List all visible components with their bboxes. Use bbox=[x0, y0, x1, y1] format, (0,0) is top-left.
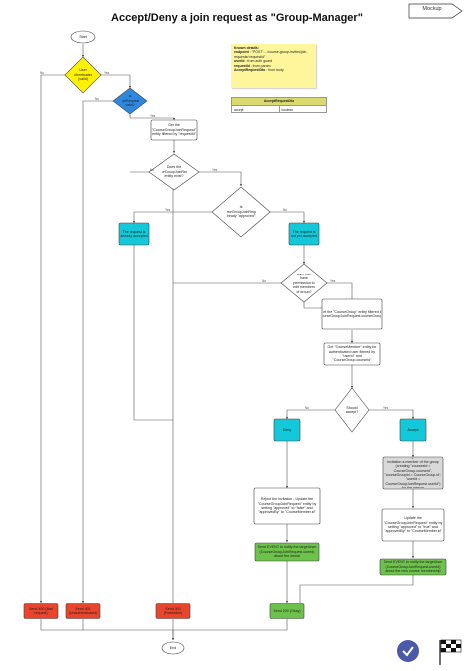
flow-edge bbox=[369, 409, 415, 420]
flow-edge bbox=[133, 245, 173, 421]
get_request-node bbox=[150, 119, 198, 141]
flow-edge bbox=[299, 575, 414, 603]
flow-edge bbox=[129, 114, 176, 121]
already_accepted-node bbox=[118, 222, 150, 246]
known-details-line: endpoint : "POST ..../course-group-invit… bbox=[234, 50, 308, 59]
known-details-heading: Known details: bbox=[234, 46, 259, 50]
accept-node bbox=[399, 418, 427, 442]
q_permission-decision bbox=[280, 263, 328, 303]
dto-table-cell: boolean bbox=[278, 105, 326, 113]
already_accepted-label: The request is already accepted bbox=[120, 229, 148, 238]
not_yet_accepted-label: The request is not yet accepted bbox=[290, 229, 318, 238]
flow-edge bbox=[81, 100, 113, 604]
send403-label: Send 403 (Forbidden) bbox=[163, 606, 183, 615]
get_member-label: Get "CourseMember" entity for authentica… bbox=[327, 345, 377, 363]
page-title: Accept/Deny a join request as "Group-Man… bbox=[111, 12, 363, 24]
not_yet_accepted-node bbox=[288, 222, 320, 246]
q_permission-label: User can have permission to edit members… bbox=[293, 273, 315, 293]
q_accept-label: Should accept? bbox=[345, 405, 359, 414]
q_approved-label: Is "CourseGroupJoinRequest" already "app… bbox=[226, 205, 256, 219]
edge-label: Yes bbox=[330, 279, 336, 283]
event_deny-node bbox=[254, 542, 320, 562]
event_deny-label: Send EVENT to notify the targetUser (Cou… bbox=[257, 545, 317, 559]
edge-label: Yes bbox=[150, 114, 156, 118]
flow-edge bbox=[39, 74, 66, 604]
flow-edge bbox=[198, 171, 243, 187]
checkmark-badge-icon bbox=[397, 640, 419, 662]
member_action-node bbox=[382, 456, 444, 490]
edge-label: No bbox=[95, 97, 100, 101]
edge-label: No bbox=[305, 406, 310, 410]
q_approved-decision bbox=[211, 186, 271, 238]
update_accept-node bbox=[381, 508, 445, 542]
dto-table: AcceptRequestDto accept boolean bbox=[231, 97, 327, 113]
q_dto-label: Is AcceptRequestDto valid? bbox=[122, 94, 139, 108]
edge-label: Yes bbox=[104, 71, 110, 75]
get_group-label: Get the "CourseGroup" entity filtered by… bbox=[323, 309, 381, 318]
start-terminator bbox=[70, 30, 96, 44]
send200-node bbox=[269, 603, 305, 619]
edge-label: No bbox=[40, 71, 45, 75]
flow-edge bbox=[40, 619, 174, 640]
send400-label: Send 400 (Bad request) bbox=[29, 606, 53, 615]
mockup-label: Mockup bbox=[422, 6, 442, 12]
edge-label: Yes bbox=[212, 168, 218, 172]
flow-edge bbox=[327, 282, 353, 298]
known-details-note: Known details: endpoint : "POST ..../cou… bbox=[231, 44, 316, 88]
event_accept-node bbox=[379, 558, 447, 576]
q_accept-decision bbox=[334, 387, 370, 433]
finish-flag-icon bbox=[434, 636, 464, 666]
get_member-node bbox=[323, 342, 381, 366]
edge-label: No bbox=[262, 279, 267, 283]
reject_action-node bbox=[253, 487, 321, 525]
edge-label: Yes bbox=[165, 208, 171, 212]
flow-edge bbox=[285, 409, 335, 420]
q_dto-decision bbox=[112, 87, 148, 115]
edge-label: No bbox=[283, 208, 288, 212]
q_auth-decision bbox=[64, 56, 102, 94]
flow-edge bbox=[132, 211, 212, 224]
send401-label: Send 401 (Unauthenticated) bbox=[68, 606, 98, 615]
send200-label: Send 200 (Okay) bbox=[273, 608, 301, 613]
flow-edge bbox=[270, 211, 306, 224]
mockup-arrow-icon bbox=[408, 3, 463, 19]
flow-edge bbox=[173, 619, 288, 631]
reject_action-label: Reject the invitation - Update the "Cour… bbox=[257, 497, 317, 515]
known-details-line: userId : from auth guard bbox=[234, 59, 273, 64]
mockup-link[interactable]: Mockup bbox=[408, 3, 464, 19]
edge-label: No bbox=[150, 168, 155, 172]
known-details-line: requestId : from param bbox=[234, 63, 271, 68]
get_request-label: Get the "CourseGroupJoinRequest" entity … bbox=[152, 123, 196, 137]
start-label: Start bbox=[79, 34, 87, 39]
accept-label: Accept bbox=[407, 427, 419, 432]
end-terminator bbox=[161, 641, 185, 655]
get_group-node bbox=[321, 298, 383, 330]
q_exists-label: Does the "CourseGroupJoinRequest" entity… bbox=[162, 165, 187, 179]
known-details-line: AcceptRequestDto : from body bbox=[234, 68, 284, 73]
q_exists-decision bbox=[148, 153, 200, 191]
flow-edge bbox=[100, 74, 132, 89]
send403-node bbox=[155, 603, 191, 619]
dto-table-title: AcceptRequestDto bbox=[232, 98, 326, 105]
update_accept-label: Update the "CourseGroupJoinRequest" enti… bbox=[383, 516, 443, 534]
send400-node bbox=[23, 603, 59, 619]
send401-node bbox=[65, 603, 101, 619]
deny-node bbox=[273, 418, 301, 442]
end-label: End bbox=[169, 645, 177, 650]
member_action-label: Make the target user of the invitation a… bbox=[384, 458, 442, 488]
event_accept-label: Send EVENT to notify the targetUser (Cou… bbox=[383, 560, 443, 574]
q_auth-label: User authenticated? (valid) bbox=[74, 68, 92, 82]
edge-label: Yes bbox=[383, 406, 389, 410]
dto-table-cell: accept bbox=[232, 105, 279, 113]
deny-label: Deny bbox=[282, 427, 292, 432]
